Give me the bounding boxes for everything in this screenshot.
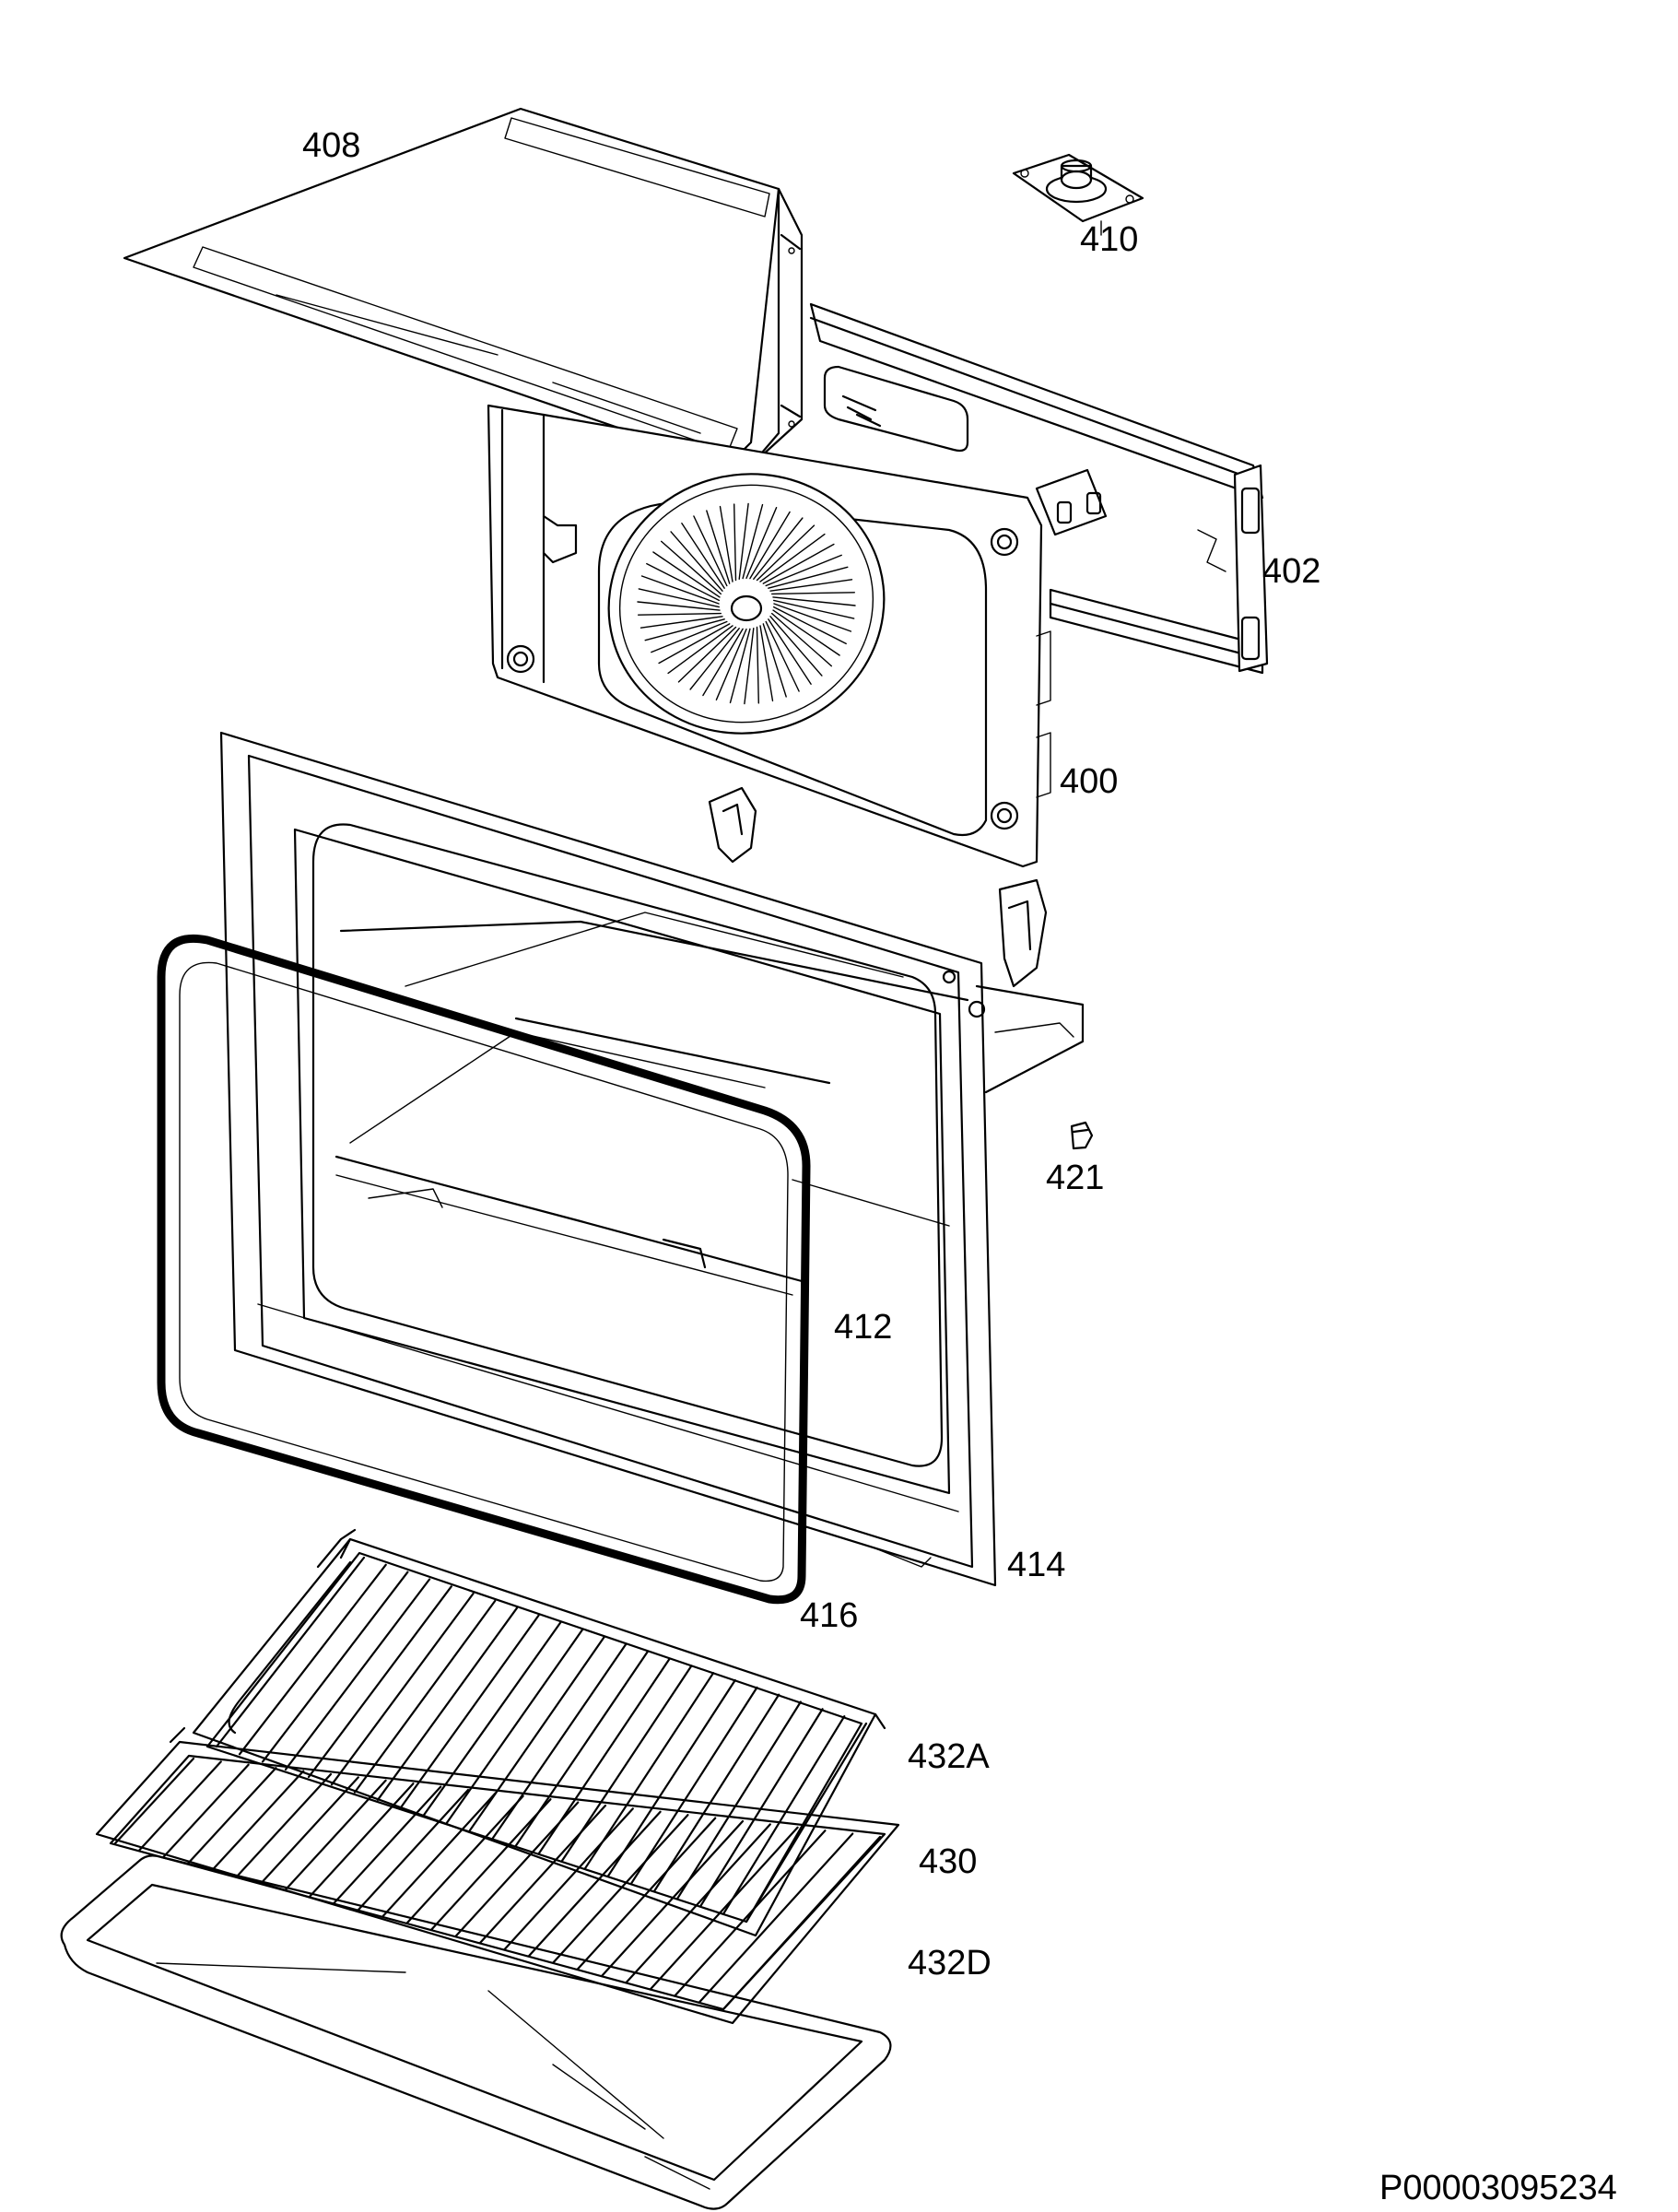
label-430: 430: [919, 1842, 977, 1881]
label-412: 412: [834, 1308, 892, 1347]
document-id: P00003095234: [1379, 2169, 1617, 2207]
side-rail-bracket-drawing: [809, 302, 1269, 675]
oven-shelf-drawing: [95, 1726, 900, 2025]
screw-drawing: [1070, 1121, 1094, 1150]
oven-cavity-frame-drawing: [219, 731, 1085, 1587]
label-414: 414: [1007, 1546, 1065, 1584]
wire-grid-rack-drawing: [192, 1528, 886, 1937]
label-402: 402: [1262, 552, 1320, 591]
label-432d: 432D: [908, 1944, 992, 1983]
label-421: 421: [1046, 1159, 1104, 1197]
label-408: 408: [302, 126, 360, 165]
label-416: 416: [800, 1596, 858, 1635]
label-432a: 432A: [908, 1737, 990, 1776]
sensor-part-drawing: [1012, 153, 1144, 223]
door-gasket-drawing: [157, 934, 811, 1605]
label-400: 400: [1060, 762, 1118, 801]
label-410: 410: [1080, 220, 1138, 259]
back-panel-fan-cover-drawing: [487, 365, 1051, 868]
baking-tray-drawing: [60, 1854, 892, 2210]
top-cover-panel-drawing: [123, 107, 804, 467]
